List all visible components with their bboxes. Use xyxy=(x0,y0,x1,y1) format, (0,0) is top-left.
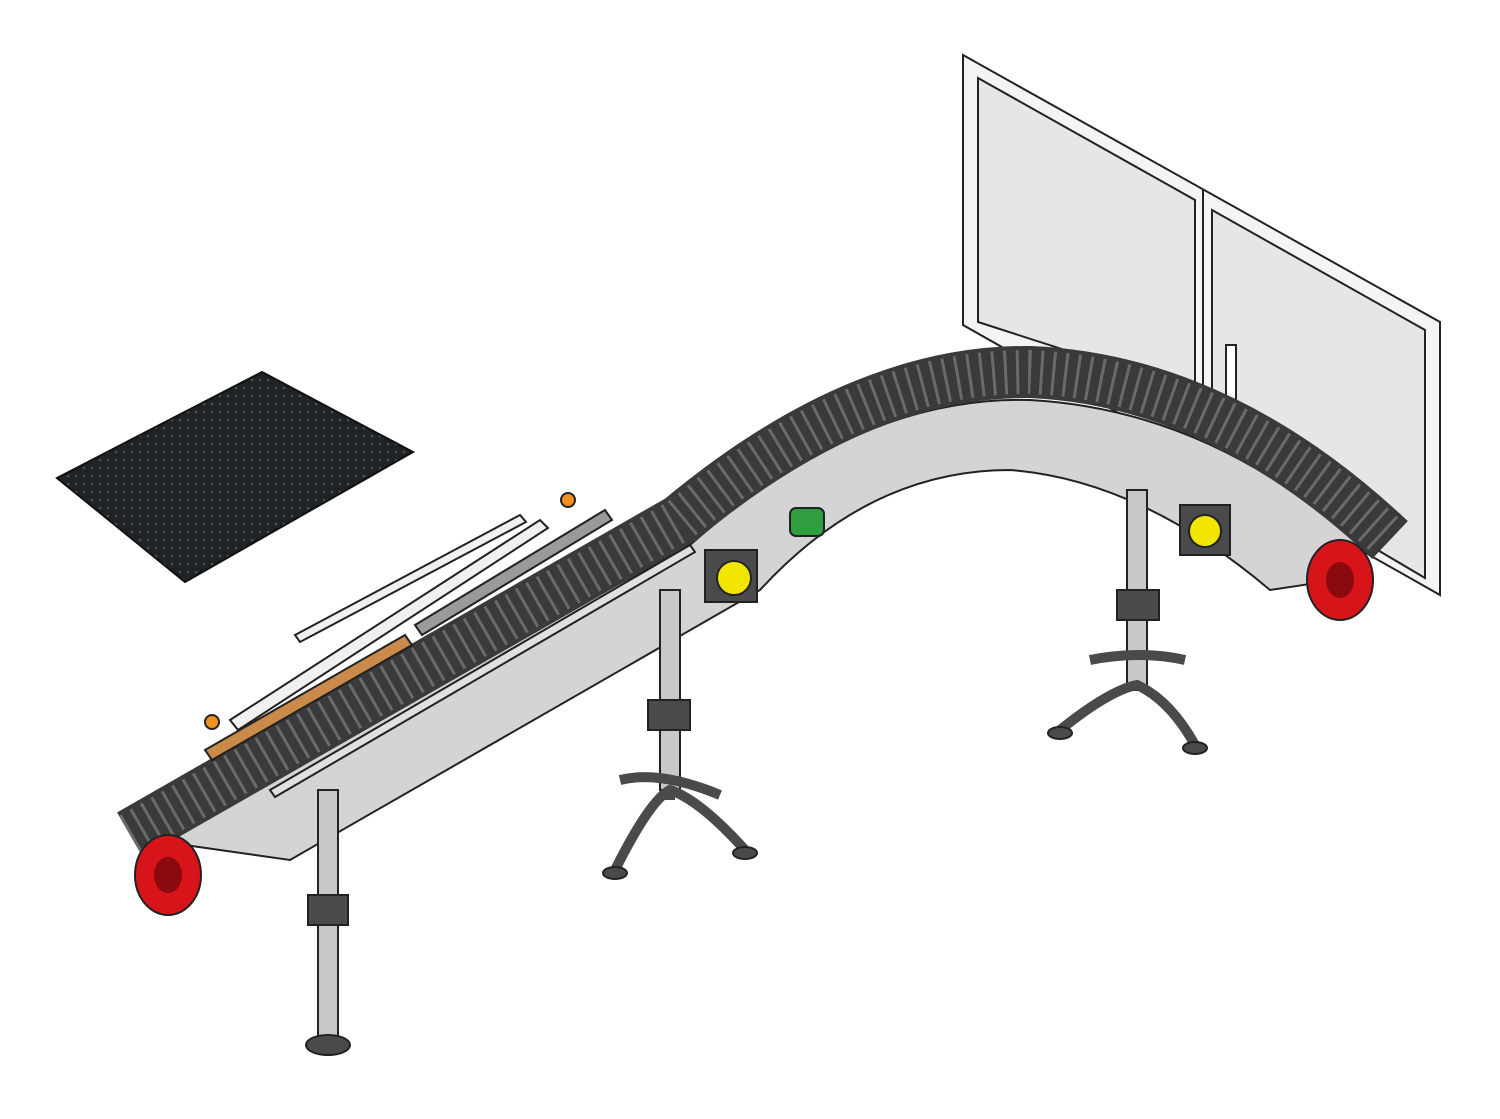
support-leg-icon xyxy=(305,789,351,1056)
bearing-knob-icon xyxy=(704,549,758,603)
support-leg-icon xyxy=(1047,489,1208,755)
sprocket-icon xyxy=(1306,539,1374,621)
modular-belt-mat-icon xyxy=(55,370,416,584)
sprocket-icon xyxy=(134,834,202,916)
bearing-knob-icon xyxy=(1179,504,1231,556)
support-leg-icon xyxy=(602,589,758,880)
side-guide-rail-icon xyxy=(203,492,697,799)
motor-icon xyxy=(789,507,825,537)
